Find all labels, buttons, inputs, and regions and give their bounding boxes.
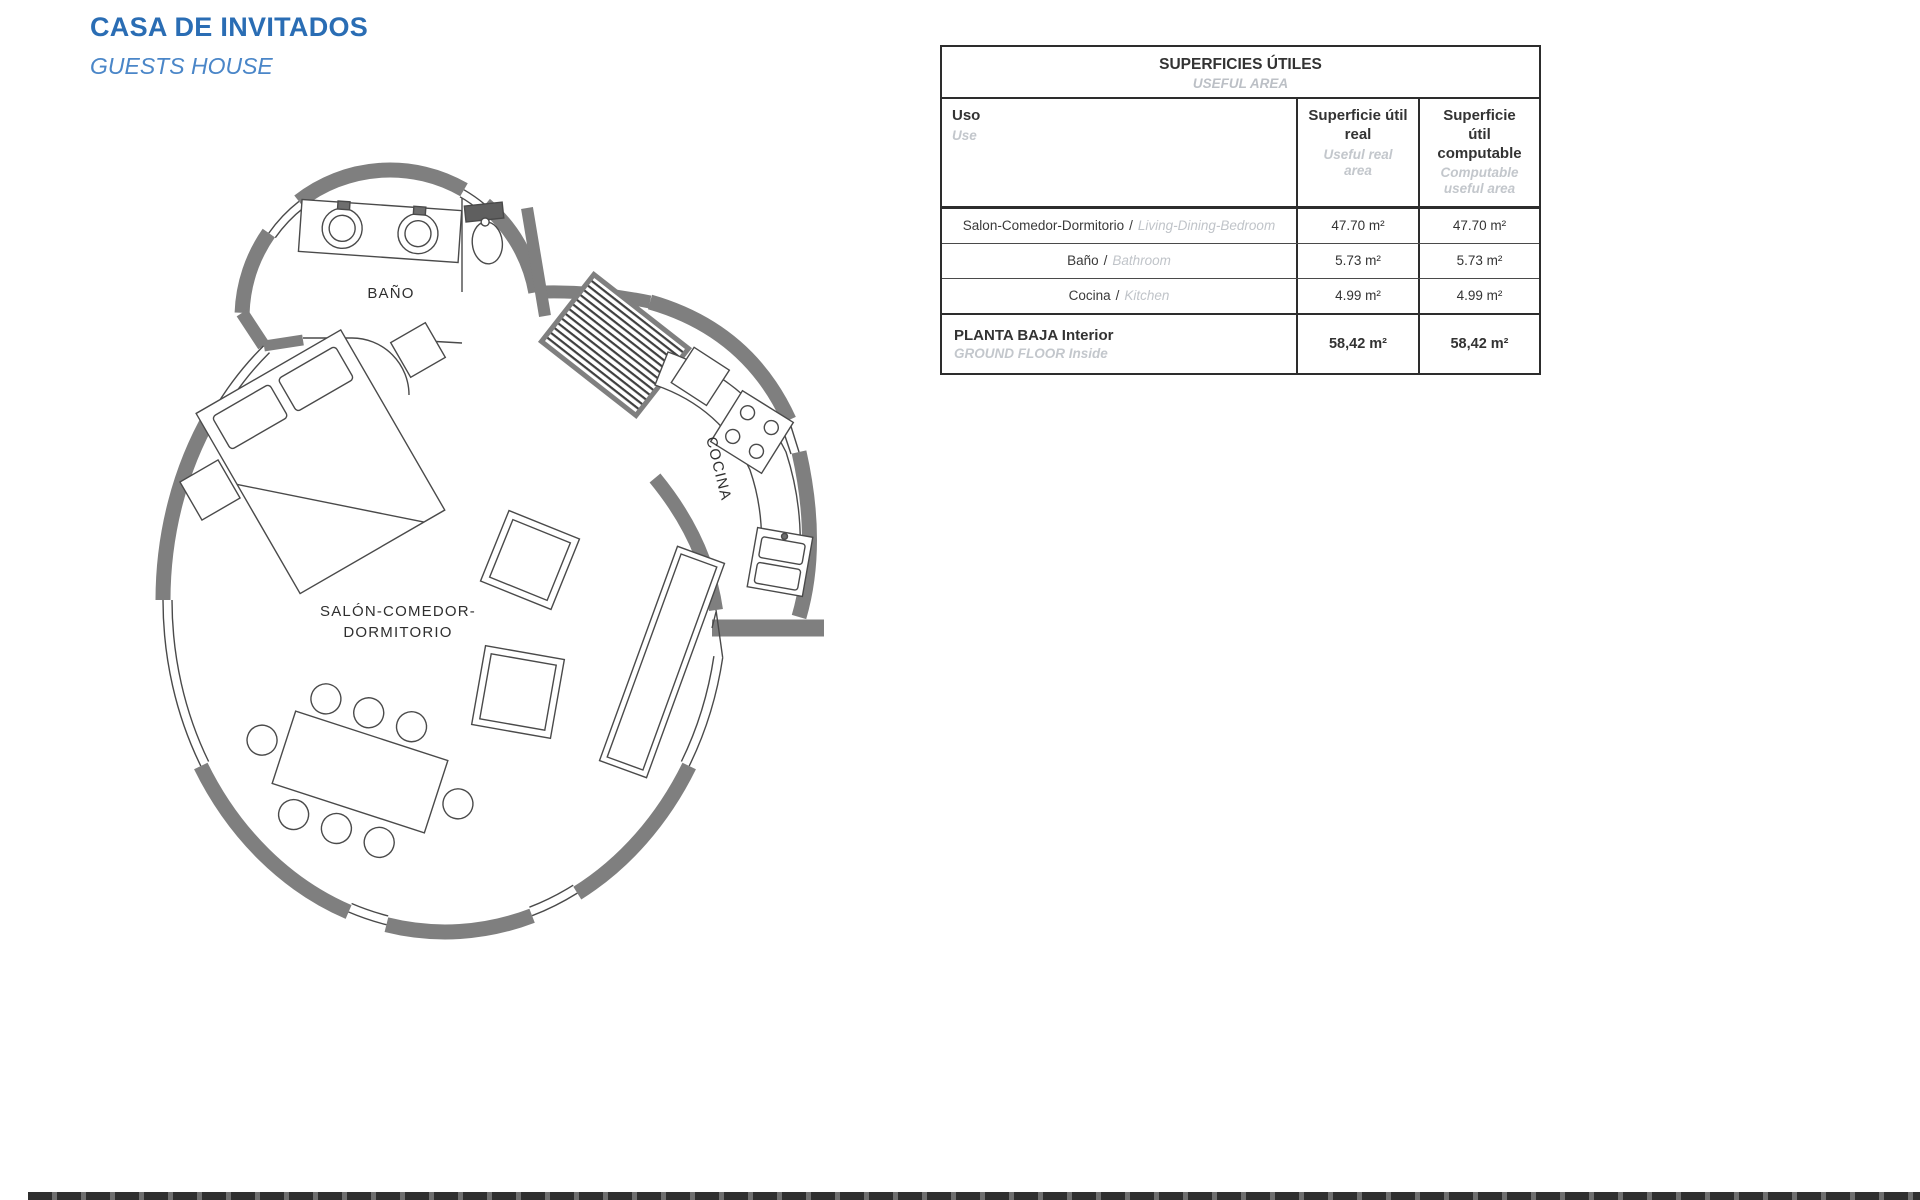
row-separator: / <box>1103 253 1108 269</box>
total-real-value: 58,42 m² <box>1296 314 1418 373</box>
header-computable-en: Computable useful area <box>1440 165 1519 197</box>
row-label-es: Salon-Comedor-Dormitorio <box>962 218 1125 234</box>
bathroom-fixtures <box>297 198 505 265</box>
row-separator: / <box>1129 218 1133 234</box>
row-label: Cocina / Kitchen <box>942 279 1296 313</box>
page-title: CASA DE INVITADOS <box>90 12 369 42</box>
floorplan: BAÑO SALÓN-COMEDOR- DORMITORIO COCINA <box>120 150 900 980</box>
vanity-sinks <box>297 198 463 264</box>
row-real-value: 47.70 m² <box>1296 208 1418 243</box>
nightstand-left <box>178 458 242 522</box>
bed <box>195 328 446 595</box>
row-label: Salon-Comedor-Dormitorio / Living-Dining… <box>942 209 1296 243</box>
wardrobe <box>537 270 693 420</box>
dining-set <box>246 683 474 859</box>
row-computable-value: 47.70 m² <box>1418 208 1539 243</box>
fridge <box>670 346 731 407</box>
header-real-en: Useful real area <box>1323 146 1393 178</box>
furniture <box>178 321 726 859</box>
row-label-es: Cocina <box>1068 288 1111 304</box>
useful-areas-table: SUPERFICIES ÚTILES USEFUL AREA Uso Use S… <box>940 45 1541 375</box>
bottom-crop-strip <box>28 1192 1920 1200</box>
page-subtitle: GUESTS HOUSE <box>90 53 273 79</box>
floorplan-drawing: BAÑO SALÓN-COMEDOR- DORMITORIO COCINA <box>155 162 824 940</box>
row-computable-value: 4.99 m² <box>1418 278 1539 313</box>
total-label: PLANTA BAJA Interior GROUND FLOOR Inside <box>942 315 1296 373</box>
room-labels: BAÑO SALÓN-COMEDOR- DORMITORIO COCINA <box>320 285 735 641</box>
table-total-row: PLANTA BAJA Interior GROUND FLOOR Inside… <box>942 314 1539 373</box>
living-label-line2: DORMITORIO <box>343 624 452 641</box>
row-label: Baño / Bathroom <box>942 244 1296 278</box>
row-label-en: Bathroom <box>1112 253 1171 269</box>
total-computable-value: 58,42 m² <box>1418 314 1539 373</box>
exterior-walls <box>155 162 817 940</box>
table-title-en: USEFUL AREA <box>1192 76 1289 91</box>
header-computable-es: Superficie útil computable <box>1437 107 1522 162</box>
sideboard <box>598 545 726 779</box>
row-real-value: 5.73 m² <box>1296 243 1418 278</box>
kitchen-sink <box>746 526 814 598</box>
header-computable: Superficie útil computable Computable us… <box>1418 99 1539 206</box>
header-real: Superficie útil real Useful real area <box>1296 99 1418 206</box>
header-use: Uso Use <box>942 99 1296 206</box>
armchair-upper <box>479 509 581 611</box>
row-separator: / <box>1115 288 1120 304</box>
row-real-value: 4.99 m² <box>1296 278 1418 313</box>
armchair-lower <box>470 644 566 740</box>
total-label-es: PLANTA BAJA Interior <box>954 326 1114 344</box>
bathroom-label: BAÑO <box>367 285 414 302</box>
table-row: Cocina / Kitchen 4.99 m² 4.99 m² <box>942 278 1539 315</box>
header-use-en: Use <box>952 127 977 143</box>
table-title: SUPERFICIES ÚTILES USEFUL AREA <box>942 47 1539 99</box>
toilet <box>463 201 505 265</box>
row-label-es: Baño <box>1067 253 1099 269</box>
table-row: Salon-Comedor-Dormitorio / Living-Dining… <box>942 208 1539 244</box>
living-label-line1: SALÓN-COMEDOR- <box>320 603 476 620</box>
header-use-es: Uso <box>952 107 981 124</box>
row-computable-value: 5.73 m² <box>1418 243 1539 278</box>
total-label-en: GROUND FLOOR Inside <box>954 345 1108 361</box>
row-label-en: Kitchen <box>1124 288 1170 304</box>
table-title-es: SUPERFICIES ÚTILES <box>1159 56 1322 73</box>
stove <box>709 389 795 475</box>
dining-table <box>271 710 449 834</box>
kitchen-fixtures <box>654 346 814 598</box>
nightstand-right <box>389 321 447 379</box>
table-header-row: Uso Use Superficie útil real Useful real… <box>942 99 1539 209</box>
row-label-en: Living-Dining-Bedroom <box>1137 218 1276 234</box>
table-row: Baño / Bathroom 5.73 m² 5.73 m² <box>942 243 1539 279</box>
header-real-es: Superficie útil real <box>1308 107 1408 143</box>
page-header: CASA DE INVITADOS GUESTS HOUSE <box>90 12 368 80</box>
